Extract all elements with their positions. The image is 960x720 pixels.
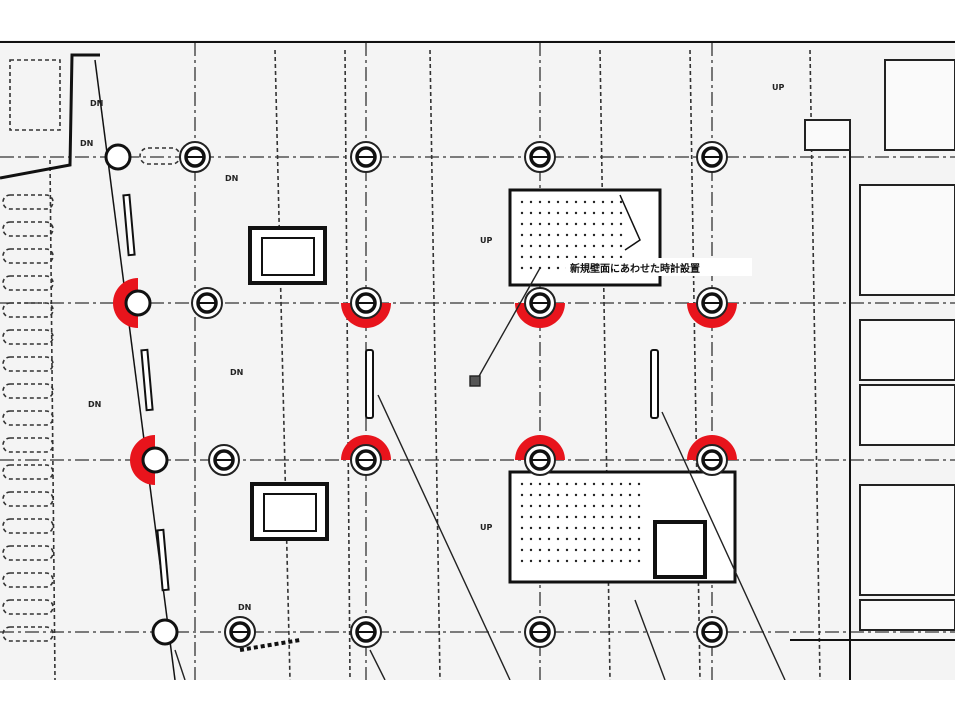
dn-label: DN: [230, 368, 243, 377]
floor-plan: DN DN DN DN DN DN UP UP UP 新規壁面にあわせた時計設置: [0, 40, 955, 680]
up-label: UP: [772, 83, 784, 92]
clock-annotation: 新規壁面にあわせた時計設置: [566, 258, 752, 276]
column: [208, 444, 240, 476]
column: [696, 616, 728, 648]
column: [350, 287, 382, 319]
column: [524, 616, 556, 648]
column: [696, 444, 728, 476]
column: [524, 444, 556, 476]
column: [179, 141, 211, 173]
column: [141, 446, 169, 474]
dashed-outlines: [2, 49, 821, 680]
column: [191, 287, 223, 319]
leader-arrows: [174, 267, 786, 680]
column: [524, 287, 556, 319]
column: [350, 141, 382, 173]
column: [696, 287, 728, 319]
dn-label: DN: [90, 99, 103, 108]
clock-annotation-text: 新規壁面にあわせた時計設置: [570, 262, 700, 275]
column: [696, 141, 728, 173]
elevator-upper: [248, 226, 327, 285]
columns: [104, 141, 728, 648]
dn-label: DN: [238, 603, 251, 612]
up-label: UP: [480, 523, 492, 532]
column: [350, 444, 382, 476]
column: [104, 143, 132, 171]
dn-label: DN: [88, 400, 101, 409]
column: [151, 618, 179, 646]
dn-label: DN: [225, 174, 238, 183]
up-label: UP: [480, 236, 492, 245]
column: [350, 616, 382, 648]
column: [524, 141, 556, 173]
elevator-lower: [250, 482, 329, 541]
column: [224, 616, 256, 648]
stair-core-lower: [508, 470, 737, 584]
partition-bars: [122, 193, 659, 592]
column: [124, 289, 152, 317]
right-rooms: [804, 59, 955, 631]
dn-label: DN: [80, 139, 93, 148]
